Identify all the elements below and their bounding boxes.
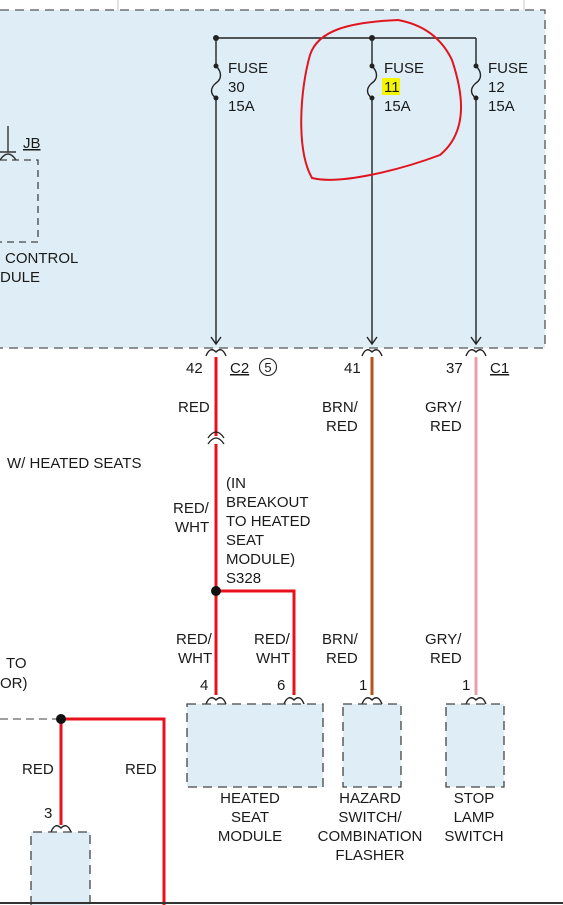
fuse-12-word: FUSE	[488, 60, 528, 77]
fuse-11-rating: 15A	[384, 98, 411, 115]
left-note-1: TO	[6, 655, 27, 672]
fuse-block-outline	[0, 9, 546, 349]
splice-note-2: BREAKOUT	[226, 494, 309, 511]
wire-redwht-label-2: WHT	[175, 519, 209, 536]
left-wire-red-1: RED	[22, 761, 54, 778]
inline-connector-icon	[207, 431, 225, 445]
c1-pin: 37	[446, 360, 463, 377]
pin-connector-icon	[205, 697, 227, 705]
fuse-11-word: FUSE	[384, 60, 424, 77]
branch-label-2a: RED/	[254, 631, 291, 648]
fuse-icon	[366, 65, 378, 99]
jb-bracket	[0, 126, 16, 153]
fuse-30-rating: 15A	[228, 98, 255, 115]
stop-lamp-label-3: SWITCH	[444, 828, 503, 845]
stop-lamp-pin: 1	[462, 677, 470, 694]
hazard-pin: 1	[359, 677, 367, 694]
pin-connector-icon	[465, 697, 487, 705]
fuse-icon	[470, 65, 482, 99]
wire-brnred-label-3: BRN/	[322, 631, 359, 648]
fuse-12-rating: 15A	[488, 98, 515, 115]
jb-connector-icon	[0, 153, 17, 161]
heated-seat-label-2: SEAT	[231, 809, 269, 826]
heated-seat-pin-4: 4	[200, 677, 208, 694]
stop-lamp-switch-box	[445, 703, 505, 788]
fuse-30	[210, 38, 222, 346]
control-module-box	[0, 159, 39, 243]
branch-label-1b: WHT	[178, 650, 212, 667]
connector-c2-icon	[205, 349, 227, 357]
hazard-switch-box	[342, 703, 402, 788]
left-red-wire	[61, 717, 166, 905]
fuse-30-word: FUSE	[228, 60, 268, 77]
pin-connector-icon	[50, 825, 72, 833]
wire-gryred-label-1: GRY/	[425, 399, 462, 416]
fuse-30-number: 30	[228, 79, 245, 96]
hazard-label-2: SWITCH/	[338, 809, 402, 826]
fuse-12	[470, 38, 482, 346]
stop-lamp-label-1: STOP	[454, 790, 495, 807]
heated-seat-label-1: HEATED	[220, 790, 280, 807]
wire-redwht-label-1: RED/	[173, 500, 210, 517]
wire-gryred-label-3: GRY/	[425, 631, 462, 648]
stop-lamp-label-2: LAMP	[454, 809, 495, 826]
wire-gryred-label-2: RED	[430, 418, 462, 435]
c2-name: C2	[230, 360, 249, 377]
c41-pin: 41	[344, 360, 361, 377]
left-note-2: OR)	[0, 675, 28, 692]
splice-note-1: (IN	[226, 475, 246, 492]
jb-label: JB	[23, 135, 41, 152]
control-module-label-1: CONTROL	[5, 250, 78, 267]
left-wire-red-2: RED	[125, 761, 157, 778]
c2-circle-number: 5	[264, 360, 271, 375]
splice-id: S328	[226, 570, 261, 587]
pin-connector-icon	[361, 697, 383, 705]
hazard-label-3: COMBINATION	[318, 828, 423, 845]
connector-c1-icon	[465, 349, 487, 357]
fuse-11-number: 11	[384, 79, 400, 96]
hazard-label-1: HAZARD	[339, 790, 401, 807]
arrow-icon	[210, 336, 222, 346]
splice-dot	[211, 586, 221, 596]
left-splice-dot	[56, 714, 66, 724]
left-component-pin: 3	[44, 805, 52, 822]
c1-name: C1	[490, 360, 509, 377]
control-module-label-2: DULE	[0, 269, 40, 286]
heated-seats-option-note: W/ HEATED SEATS	[7, 455, 141, 472]
fuse-icon	[210, 65, 222, 99]
fuse-11-highlight	[382, 78, 400, 95]
wire-red-label: RED	[178, 399, 210, 416]
fuse-12-number: 12	[488, 79, 505, 96]
wire-gryred-label-4: RED	[430, 650, 462, 667]
wire-brnred-label-1: BRN/	[322, 399, 359, 416]
arrow-icon	[470, 336, 482, 346]
highlight-circle-annotation	[300, 18, 463, 181]
red-wht-wire	[216, 589, 296, 695]
fuse-11	[366, 38, 378, 346]
splice-note-4: SEAT	[226, 532, 264, 549]
heated-seat-pin-6: 6	[277, 677, 285, 694]
c2-pin: 42	[186, 360, 203, 377]
c2-circle-badge	[258, 357, 278, 377]
pin-connector-icon	[283, 697, 305, 705]
splice-note-5: MODULE)	[226, 551, 295, 568]
wire-brnred-label-4: RED	[326, 650, 358, 667]
connector-41-icon	[361, 349, 383, 357]
branch-label-2b: WHT	[256, 650, 290, 667]
splice-note-3: TO HEATED	[226, 513, 311, 530]
hazard-label-4: FLASHER	[335, 847, 404, 864]
left-component-box	[30, 831, 91, 905]
heated-seat-label-3: MODULE	[218, 828, 282, 845]
arrow-icon	[366, 336, 378, 346]
wire-brnred-label-2: RED	[326, 418, 358, 435]
branch-label-1a: RED/	[176, 631, 213, 648]
heated-seat-module-box	[186, 703, 324, 788]
